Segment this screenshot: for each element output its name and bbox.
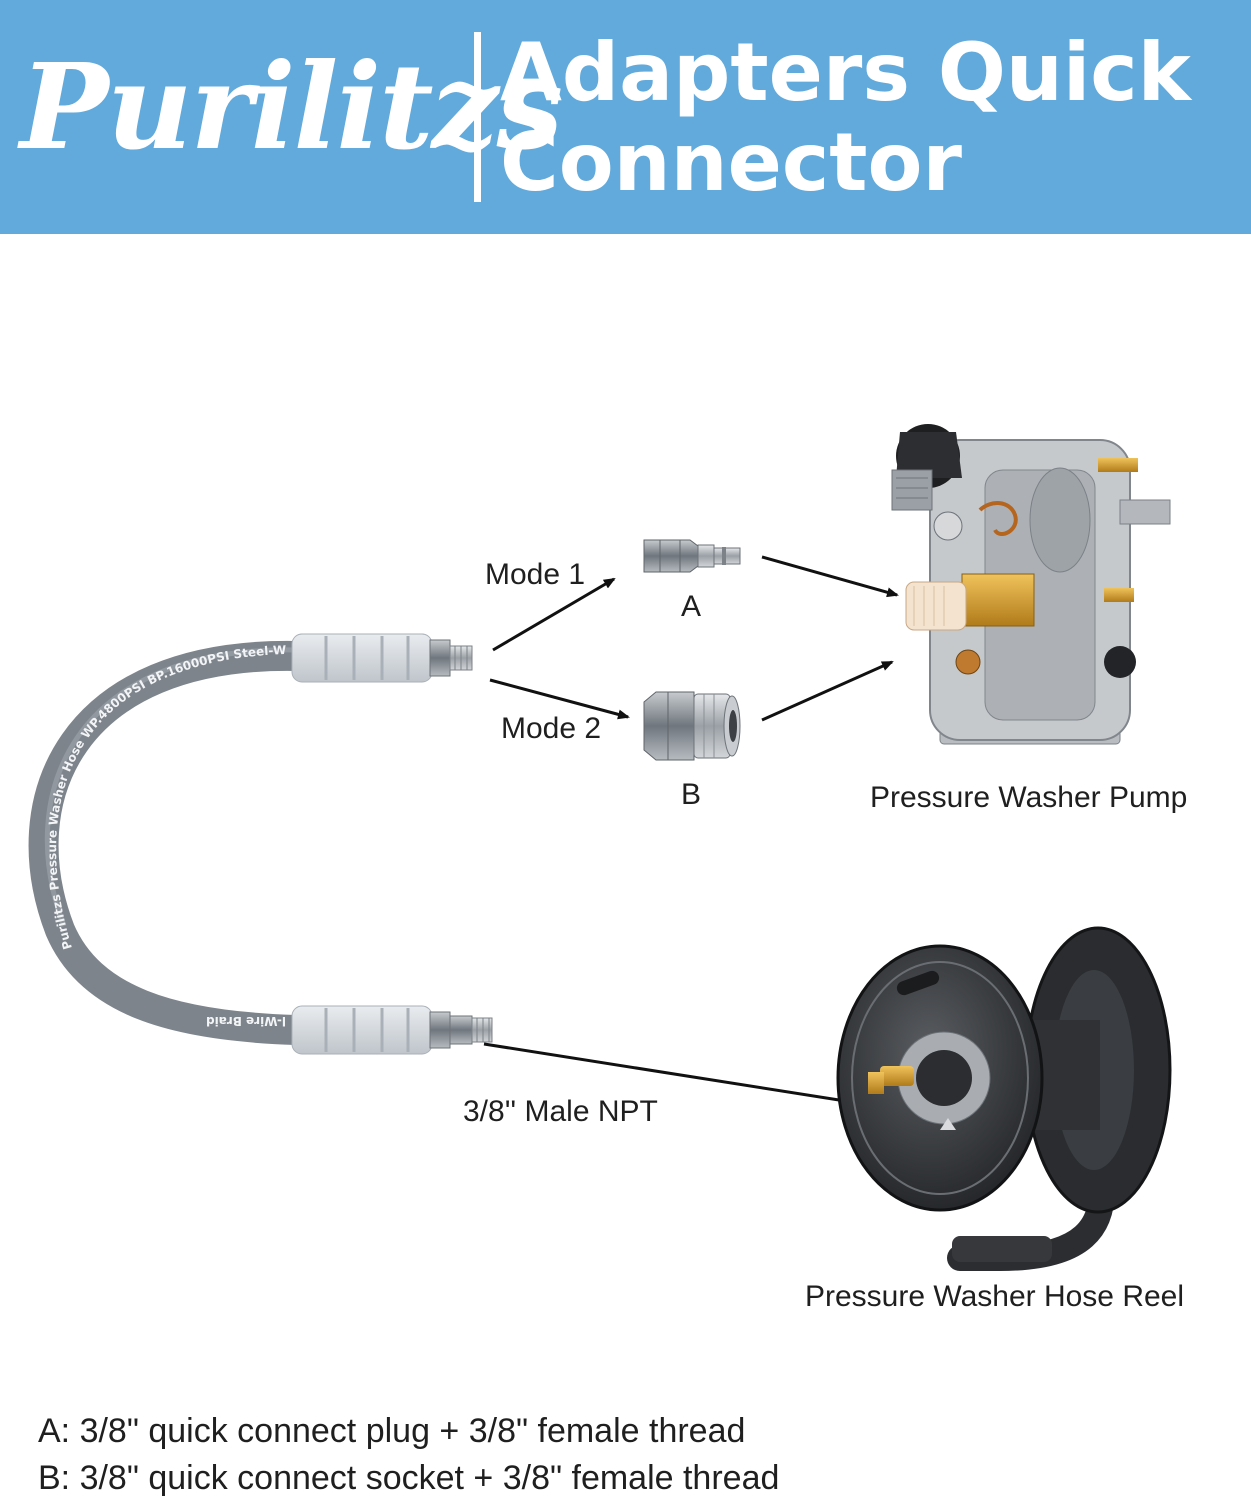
page-title: Adapters Quick Connector [500, 28, 1191, 208]
arrow-mode-1 [492, 577, 616, 652]
bottom-hose-fitting [291, 1005, 493, 1055]
pressure-washer-hose-reel [836, 926, 1172, 1271]
pressure-washer-pump [891, 424, 1171, 745]
label-part-b: B [681, 778, 702, 811]
label-reel: Pressure Washer Hose Reel [805, 1280, 1185, 1313]
spec-line-a: A: 3/8" quick connect plug + 3/8" female… [38, 1412, 746, 1450]
title-line-1: Adapters Quick [500, 26, 1191, 119]
label-pump: Pressure Washer Pump [870, 781, 1188, 814]
hose-print-bottom: l-Wire Braid [206, 1014, 286, 1028]
arrow-b-to-pump [761, 660, 894, 722]
label-male-npt: 3/8'' Male NPT [463, 1095, 658, 1128]
label-mode-1: Mode 1 [485, 558, 586, 591]
label-part-a: A [681, 590, 702, 623]
header-banner: Purilitzs Adapters Quick Connector [0, 0, 1251, 234]
arrow-a-to-pump [761, 555, 899, 598]
arrow-mode-2 [489, 678, 630, 720]
arrow-to-reel [483, 1042, 860, 1107]
spec-line-b: B: 3/8" quick connect socket + 3/8" fema… [38, 1459, 780, 1497]
label-mode-2: Mode 2 [501, 712, 602, 745]
brand-logo: Purilitzs [20, 37, 563, 176]
adapter-a-plug [643, 539, 741, 573]
header-divider [474, 32, 481, 202]
top-hose-fitting [291, 633, 473, 683]
mode-arrows [483, 555, 899, 1107]
title-line-2: Connector [500, 116, 962, 209]
adapter-b-socket [643, 691, 741, 761]
pressure-washer-hose: Purilitzs Pressure Washer Hose WP.4800PS… [0, 0, 311, 1045]
